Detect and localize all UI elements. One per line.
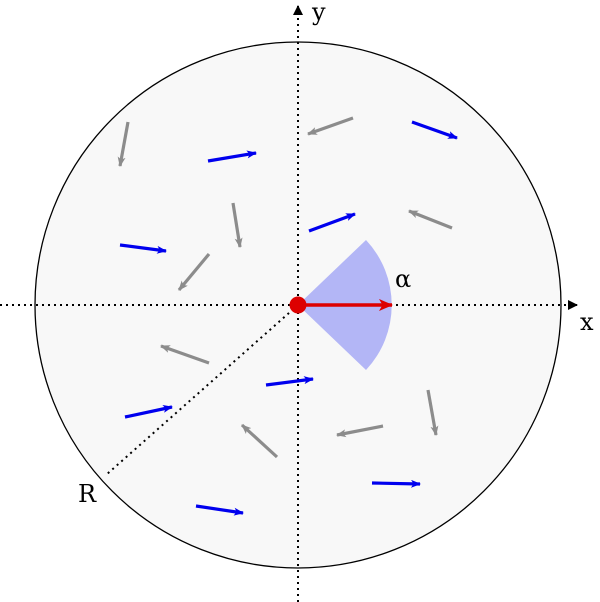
aligned-arrows — [119, 120, 458, 516]
focal-particle — [289, 296, 307, 314]
blue-arrow-5 — [265, 376, 314, 387]
blue-arrow-7 — [371, 479, 421, 488]
gray-arrow-9 — [336, 424, 384, 438]
gray-arrow-2 — [307, 116, 354, 136]
gray-arrow-3 — [231, 202, 243, 248]
gray-arrow-6 — [160, 344, 210, 365]
blue-arrow-8 — [195, 504, 244, 516]
blue-arrow-2 — [207, 150, 257, 163]
blue-arrow-4 — [119, 243, 167, 254]
angle-label: α — [395, 265, 411, 293]
blue-arrow-6 — [124, 404, 173, 419]
radius-label: R — [78, 480, 97, 508]
y-axis-label: y — [311, 0, 326, 26]
gray-arrow-4 — [408, 209, 453, 230]
random-arrows — [117, 116, 453, 459]
radius-line — [105, 304, 299, 476]
gray-arrow-8 — [240, 423, 279, 459]
gray-arrow-5 — [177, 252, 211, 292]
blue-arrow-3 — [308, 212, 356, 233]
gray-arrow-1 — [117, 121, 130, 167]
gray-arrow-7 — [426, 389, 439, 436]
x-axis-label: x — [580, 308, 594, 336]
blue-arrow-1 — [411, 120, 458, 140]
